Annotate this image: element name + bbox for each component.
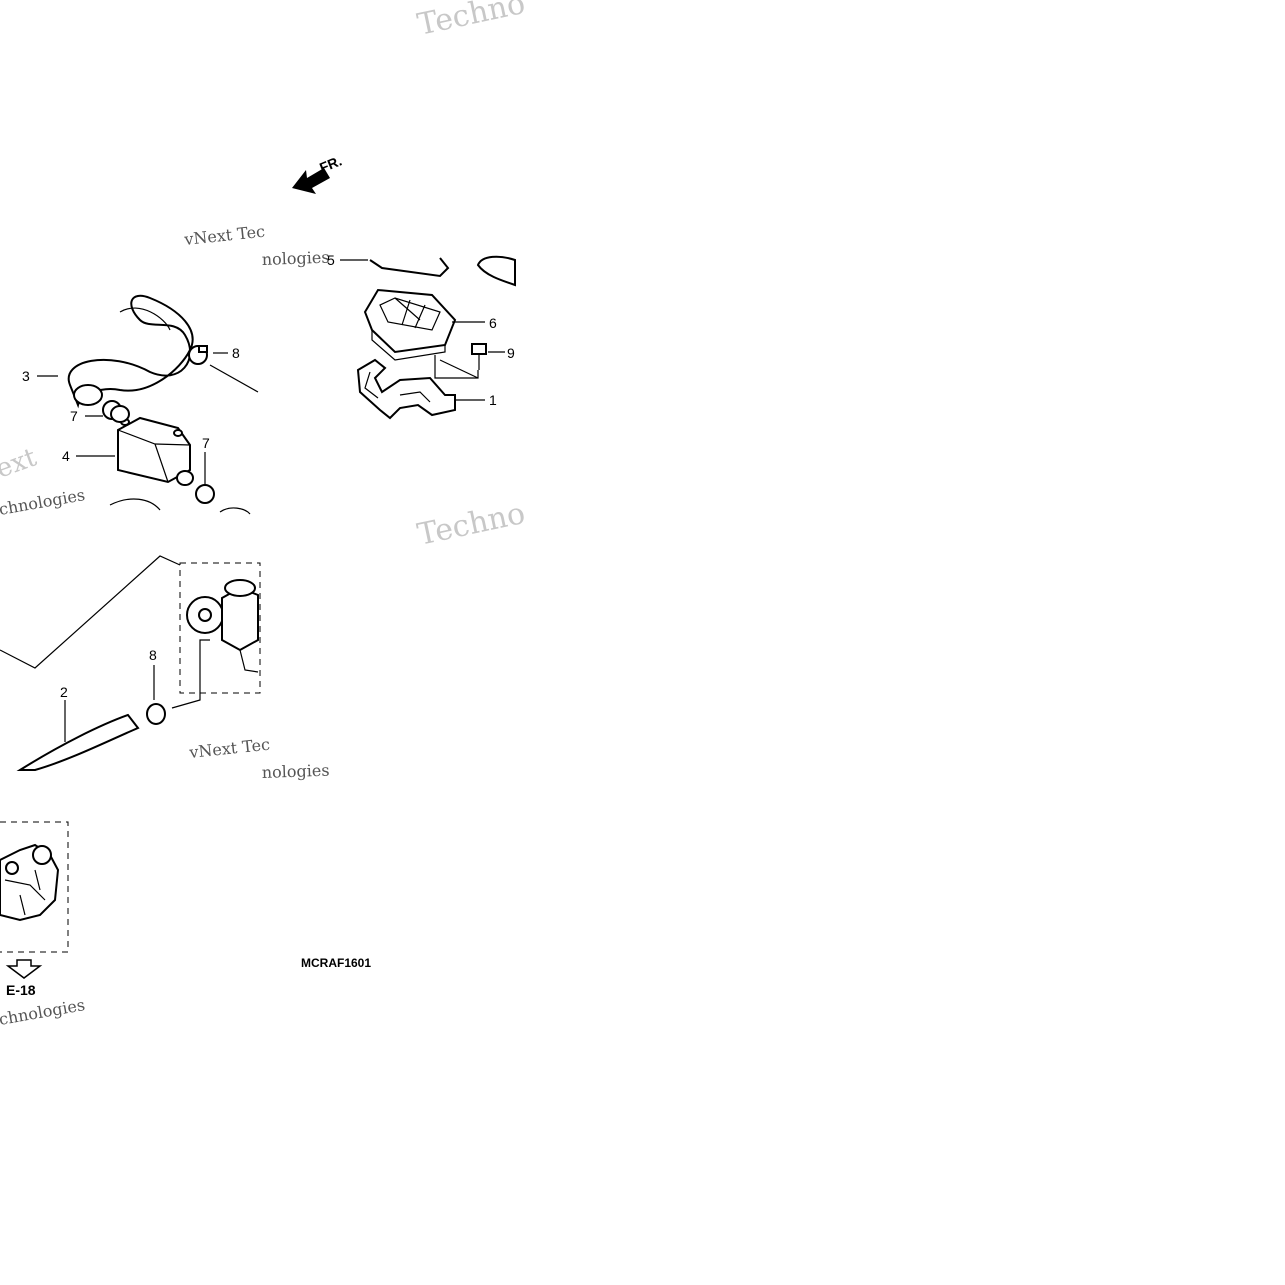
hose-fragment (476, 255, 516, 287)
callout-2: 2 (60, 684, 68, 700)
part-6-drawing (363, 288, 457, 361)
drawing-code: MCRAF1601 (301, 956, 371, 970)
hose-2-drawing (16, 713, 140, 771)
watermark-text: chnologies (0, 485, 86, 519)
callout-4: 4 (62, 448, 70, 464)
watermark-text: nologies (261, 761, 329, 782)
watermark-text: Techno (414, 496, 528, 553)
engine-drawing (0, 843, 60, 922)
clamp-8-lower (146, 703, 166, 725)
watermark-text: ext (0, 442, 41, 484)
watermark-text: vNext Tec (187, 735, 270, 762)
carburetor-detail-box (179, 562, 261, 694)
watermark-text: vNext Tec (182, 222, 265, 249)
part-4-drawing (110, 405, 194, 486)
front-direction-arrow-icon (292, 168, 330, 194)
hose-3-drawing (67, 294, 194, 409)
clamp-8-upper (188, 345, 208, 365)
watermark-text: nologies (261, 248, 329, 269)
reference-label: E-18 (6, 982, 36, 998)
callout-5: 5 (327, 252, 335, 268)
carburetor-drawing (186, 579, 259, 673)
callout-1: 1 (489, 392, 497, 408)
callout-8: 8 (149, 647, 157, 663)
bolt-9-drawing (471, 343, 487, 370)
clamp-7-right (195, 484, 215, 504)
watermark-text: Techno (414, 0, 528, 43)
callout-7: 7 (70, 408, 78, 424)
callout-6: 6 (489, 315, 497, 331)
part-5-drawing (369, 257, 450, 278)
part-1-drawing (356, 358, 456, 420)
down-arrow-icon (5, 959, 43, 979)
routing-line (0, 555, 181, 669)
callout-7: 7 (202, 435, 210, 451)
callout-3: 3 (22, 368, 30, 384)
callout-8: 8 (232, 345, 240, 361)
part-fragment (219, 507, 251, 515)
front-direction-label: FR. (317, 152, 344, 175)
watermark-text: chnologies (0, 995, 86, 1029)
callout-9: 9 (507, 345, 515, 361)
engine-detail-box (0, 821, 69, 953)
part-5-fragment (109, 498, 161, 511)
